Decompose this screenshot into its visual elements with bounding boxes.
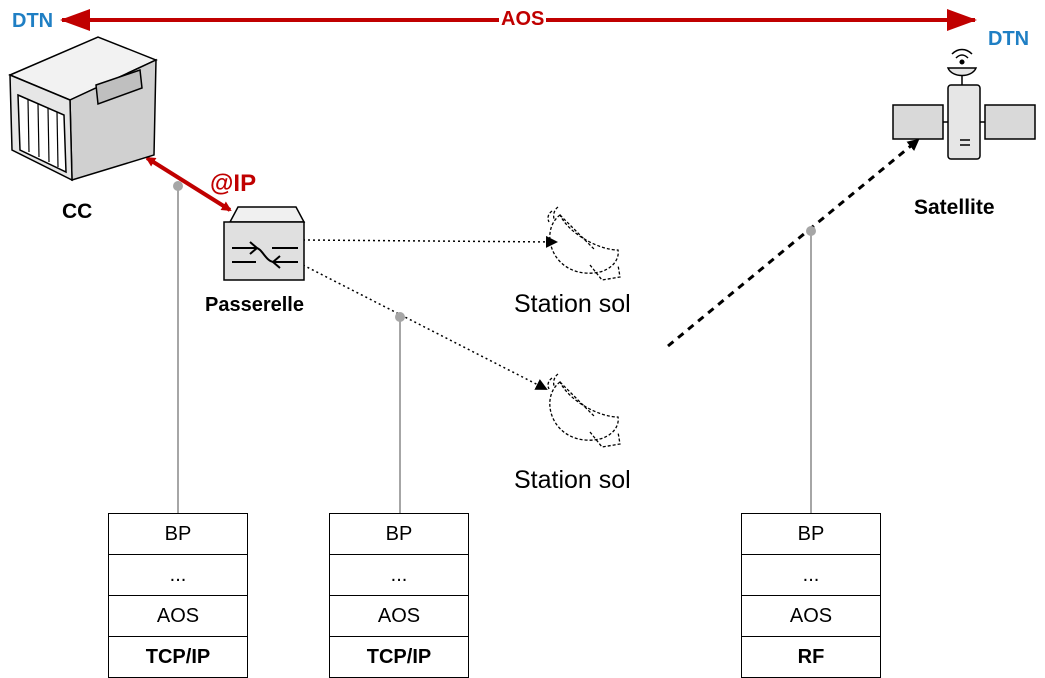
stack-layer: ... — [109, 555, 247, 596]
stack-layer: BP — [742, 514, 880, 555]
tap-lines — [173, 181, 816, 513]
satellite-dish-icon — [547, 206, 621, 281]
stack-layer: AOS — [742, 596, 880, 637]
gateway-to-station1-link — [302, 235, 558, 248]
stack-layer: RF — [797, 646, 825, 668]
station-sol-label-1: Station sol — [514, 290, 631, 318]
protocol-stack-passerelle: BP ... AOS TCP/IP — [329, 513, 469, 678]
stack-layer: ... — [742, 555, 880, 596]
satellite-icon — [892, 48, 1036, 160]
stack-layer: AOS — [330, 596, 468, 637]
gateway-router-icon — [223, 206, 306, 281]
stack-layer: AOS — [109, 596, 247, 637]
station-to-satellite-link — [667, 138, 920, 348]
server-icon — [8, 36, 158, 182]
ip-link-arrow — [145, 156, 232, 212]
passerelle-label: Passerelle — [205, 294, 304, 316]
ip-link-label: @IP — [210, 170, 257, 197]
stack-layer: TCP/IP — [145, 646, 211, 668]
stack-layer: BP — [109, 514, 247, 555]
cc-label: CC — [62, 200, 93, 223]
satellite-dish-icon — [547, 373, 621, 448]
aos-link-label: AOS — [499, 8, 547, 31]
gateway-to-station2-link — [302, 264, 548, 390]
protocol-stack-cc: BP ... AOS TCP/IP — [108, 513, 248, 678]
stack-layer: TCP/IP — [366, 646, 432, 668]
satellite-label: Satellite — [914, 196, 995, 219]
dtn-label-left: DTN — [12, 10, 54, 32]
stack-layer: BP — [330, 514, 468, 555]
station-sol-label-2: Station sol — [514, 466, 631, 494]
protocol-stack-satellite: BP ... AOS RF — [741, 513, 881, 678]
stack-layer: ... — [330, 555, 468, 596]
dtn-label-right: DTN — [988, 28, 1030, 50]
